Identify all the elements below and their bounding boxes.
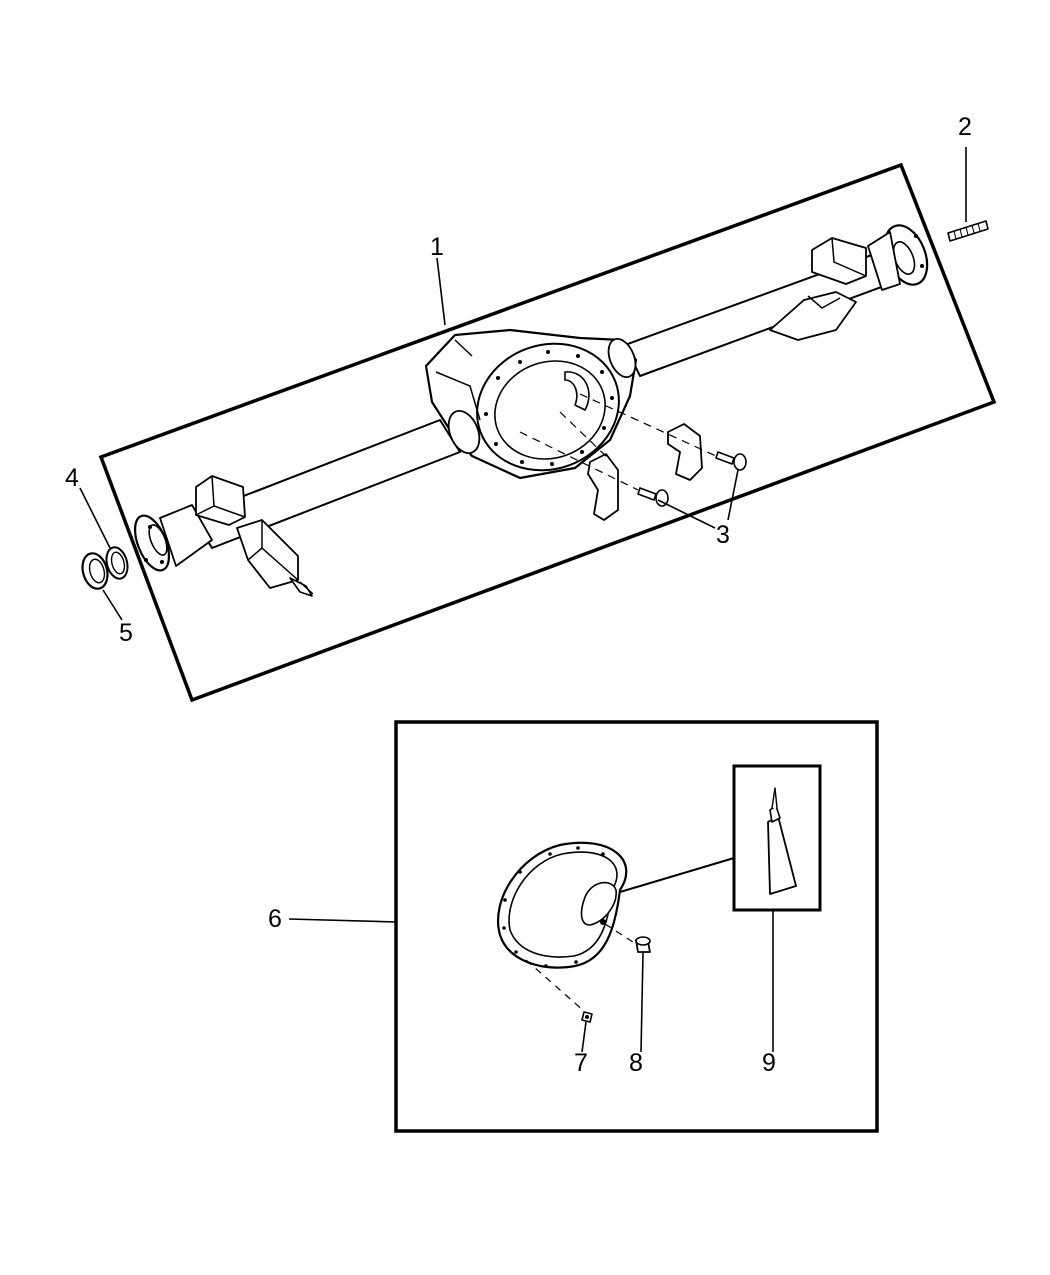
cover-bolt-guide-line [525, 959, 586, 1013]
leader-line-5 [102, 589, 123, 621]
axle-housing-group [98, 162, 997, 703]
callout-2: 2 [958, 113, 972, 141]
bearing-cap-bolt-lower [637, 487, 669, 507]
axle-seal [81, 552, 109, 590]
alignment-line-upper [579, 393, 717, 457]
right-axle-flange [867, 224, 929, 291]
leader-line-1 [436, 257, 446, 326]
leader-lines [79, 147, 967, 1053]
callout-9: 9 [762, 1049, 776, 1077]
callout-1: 1 [430, 233, 444, 261]
sealant-connector-line [619, 857, 735, 893]
right-lower-bracket [769, 291, 857, 341]
fill-plug [635, 936, 651, 953]
leader-line-7 [581, 1021, 587, 1053]
leader-line-3a [657, 499, 716, 529]
leader-line-8 [640, 952, 644, 1053]
callout-6: 6 [268, 905, 282, 933]
leader-line-4 [79, 487, 111, 549]
sealant-tube [767, 787, 797, 895]
callout-5: 5 [119, 619, 133, 647]
leader-line-3b [727, 469, 739, 521]
bearing-cap-bolt-upper [715, 451, 747, 471]
bearing-cap-lower [587, 453, 619, 521]
left-spring-perch [195, 475, 246, 526]
callout-3: 3 [716, 521, 730, 549]
cover-bolt [581, 1011, 593, 1023]
cover-bolt-holes [502, 846, 605, 968]
fill-plug-guide-line [604, 923, 637, 945]
bearing-cap-upper [667, 423, 703, 481]
callout-labels: 1 2 3 4 5 6 7 8 9 [65, 113, 972, 1077]
cover-kit-frame [394, 720, 879, 1133]
cover-kit-group [394, 720, 879, 1133]
housing-bolt-holes [484, 350, 614, 466]
leader-line-6 [288, 918, 397, 923]
callout-7: 7 [574, 1049, 588, 1077]
sealant-box [732, 764, 822, 912]
right-spring-perch [811, 237, 867, 285]
differential-cover [497, 841, 628, 969]
axle-seal-ring [105, 546, 129, 580]
left-lower-bracket [236, 519, 314, 597]
callout-8: 8 [629, 1049, 643, 1077]
alignment-line-cap [559, 411, 611, 461]
left-axle-flange [133, 504, 213, 572]
axle-housing-frame [98, 162, 997, 703]
alignment-line-lower [519, 431, 639, 491]
axle-stud [947, 220, 989, 242]
differential-housing [424, 328, 638, 480]
callout-4: 4 [65, 464, 79, 492]
